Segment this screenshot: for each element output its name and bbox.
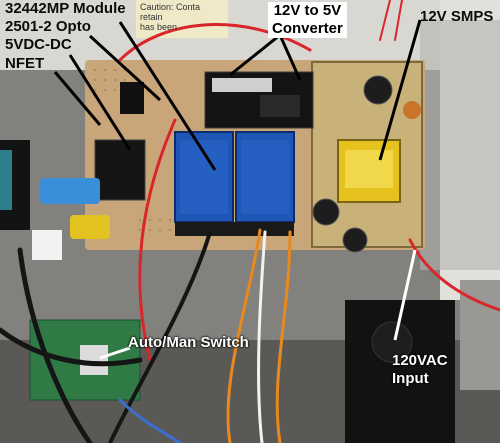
label-12v-to-5v-converter: 12V to 5V Converter xyxy=(268,2,347,38)
orange-wire xyxy=(226,228,262,443)
auto-man-switch xyxy=(80,345,108,375)
label-32442mp-module: 32442MP Module xyxy=(5,0,126,17)
label-2501-2-opto: 2501-2 Opto xyxy=(5,18,91,35)
label-5vdc-dc: 5VDC-DC xyxy=(5,36,72,53)
black-wire xyxy=(108,230,212,443)
caution-sticker xyxy=(136,0,228,38)
nfet-package xyxy=(94,139,146,201)
label-nfet: NFET xyxy=(5,55,45,72)
label-120vac-input: 120VAC Input xyxy=(392,352,448,387)
capacitor-large xyxy=(363,75,393,105)
label-12v-smps: 12V SMPS xyxy=(420,8,494,25)
opto-module xyxy=(120,82,144,114)
label-auto-man-switch: Auto/Man Switch xyxy=(128,334,249,351)
pointer-lines xyxy=(53,19,422,171)
caution-text: Caution: Conta retain has been xyxy=(140,2,201,32)
white-wire xyxy=(257,230,267,443)
